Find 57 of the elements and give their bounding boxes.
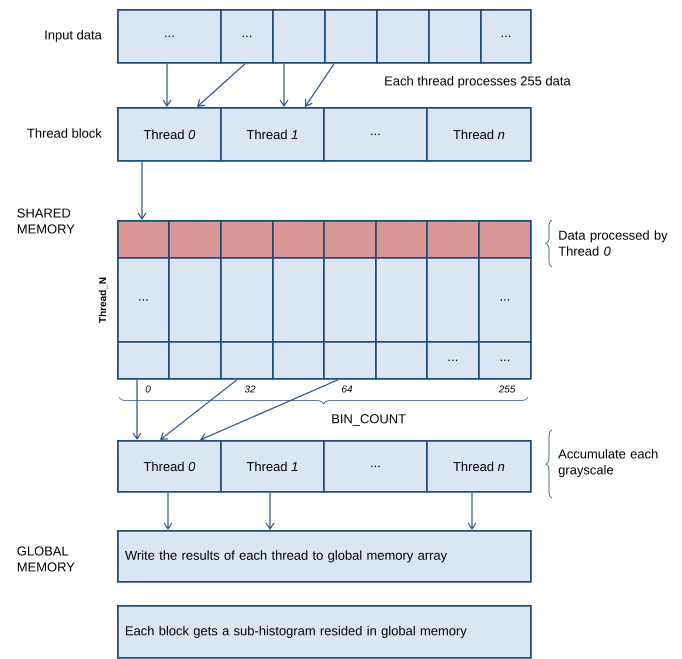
memory-cell (272, 220, 325, 259)
arrow (164, 492, 172, 530)
arrow (162, 64, 172, 107)
memory-cell: Thread 1 (220, 107, 325, 162)
memory-cell: Thread n (426, 440, 532, 493)
memory-cell (220, 220, 274, 259)
memory-cell: ... (478, 341, 532, 380)
memory-cell (428, 9, 482, 64)
memory-cell (323, 220, 377, 259)
arrow (200, 379, 338, 442)
arrow (160, 379, 238, 440)
arrow (197, 63, 246, 107)
memory-cell (324, 9, 378, 64)
memory-cell: ... (426, 341, 480, 380)
bin-index: 32 (244, 385, 256, 393)
memory-cell (117, 341, 170, 380)
row-label: Input data (45, 30, 102, 42)
memory-cell: ... (220, 9, 274, 64)
memory-label: SHARED MEMORY (17, 208, 75, 234)
bin-index: 0 (146, 385, 151, 393)
text-box: Write the results of each thread to global memory array (117, 530, 532, 583)
bin-index: 64 (342, 385, 352, 393)
brace-label: BIN_COUNT (332, 414, 406, 426)
memory-cell (272, 341, 325, 380)
memory-cell (375, 220, 428, 259)
memory-cell: Thread n (426, 107, 532, 162)
memory-cell: Thread 1 (220, 440, 325, 493)
bin-index: 255 (498, 385, 516, 393)
note-text: Each thread processes 255 data (385, 76, 571, 88)
memory-cell (168, 220, 222, 259)
memory-cell (117, 220, 170, 259)
arrow (468, 492, 476, 530)
brace-note: Accumulate each grayscale (558, 448, 658, 477)
memory-label: GLOBAL MEMORY (17, 546, 75, 572)
memory-cell (220, 341, 274, 380)
memory-cell: ... (323, 107, 428, 162)
memory-cell (168, 341, 222, 380)
memory-cell (376, 9, 430, 64)
arrow (280, 64, 288, 107)
text-box: Each block gets a sub-histogram resided in global memory (117, 605, 532, 659)
memory-cell: ... (480, 9, 532, 64)
axis-label: Thread_N (98, 278, 108, 323)
memory-cell: ... (323, 440, 428, 493)
row-label: Thread block (27, 128, 102, 138)
memory-cell (375, 341, 428, 380)
arrow (266, 492, 274, 530)
memory-cell: Thread 0 (117, 440, 222, 493)
memory-cell (323, 341, 377, 380)
memory-cell: Thread 0 (117, 107, 222, 162)
arrow (138, 162, 146, 220)
arrow (305, 63, 334, 107)
memory-cell (272, 9, 326, 64)
memory-cell (426, 220, 480, 259)
brace-note: Data processed by Thread 0 (558, 230, 668, 256)
memory-cell: ... (117, 9, 222, 64)
memory-cell (478, 220, 532, 259)
arrow (132, 380, 142, 440)
